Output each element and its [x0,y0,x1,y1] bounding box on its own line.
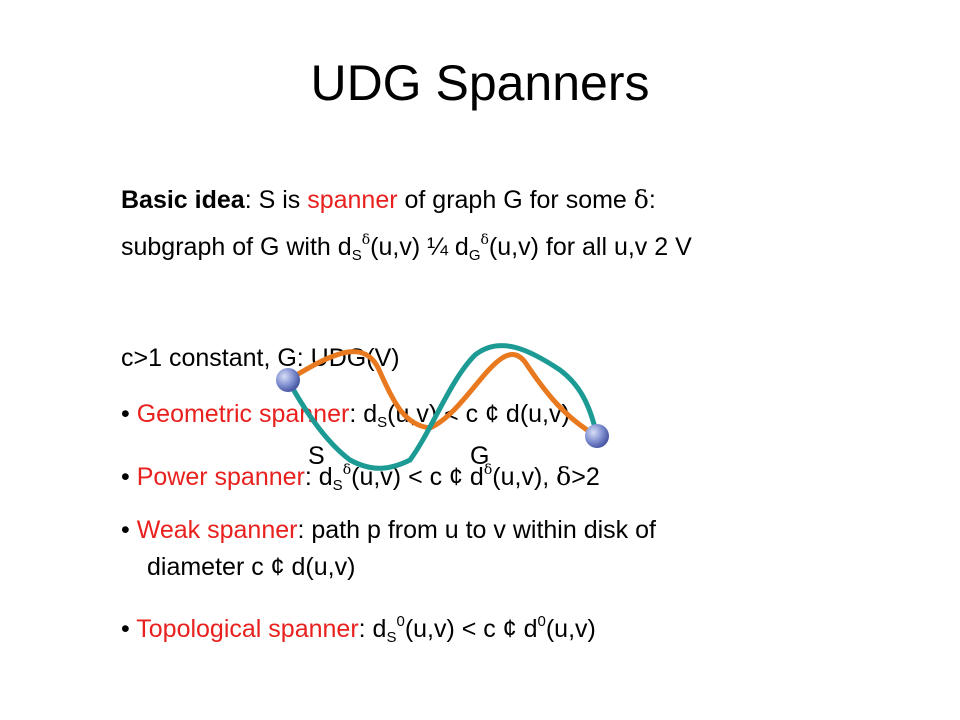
text: : path p from u to v within disk of [297,516,656,544]
text: : [648,186,656,214]
text: (u,v) ¼ d [370,233,469,261]
label-s: S [308,442,325,470]
delta-symbol: δ [556,462,572,491]
superscript: 0 [537,613,546,630]
text: : S is [244,186,308,214]
text: (u,v) for all u,v 2 V [488,233,692,261]
label-g: G [470,442,490,470]
superscript: 0 [396,613,405,630]
text: subgraph of G with d [121,233,352,261]
subscript: G [468,247,481,264]
text: of graph G for some [397,186,634,214]
subscript: S [386,629,397,646]
bullet-weak: • Weak spanner: path p from u to v withi… [121,518,656,543]
bullet-weak-line-2: diameter c ¢ d(u,v) [147,553,356,581]
text: >2 [571,463,600,491]
text: : d [349,400,378,428]
text: (u,v), [492,463,557,491]
text: (u,v) < c ¢ d [404,615,538,643]
basic-idea-label: Basic idea [121,186,245,214]
subscript: S [351,247,362,264]
text: (u,v) < c ¢ d [351,463,484,491]
bullet-power: • Power spanner: dSδ(u,v) < c ¢ dδ(u,v),… [121,463,600,493]
basic-idea-line-1: Basic idea: S is spanner of graph G for … [121,187,656,213]
basic-idea-line-2: subgraph of G with dSδ(u,v) ¼ dGδ(u,v) f… [121,233,692,263]
spanner-term: spanner [307,186,398,214]
geometric-spanner-term: Geometric spanner [136,400,350,428]
bullet-icon: • [121,516,130,544]
bullet-topological: • Topological spanner: dS0(u,v) < c ¢ d0… [121,614,596,645]
weak-spanner-term: Weak spanner [136,516,298,544]
bullet-icon: • [121,615,130,643]
superscript: δ [342,462,352,478]
slide-title: UDG Spanners [310,55,650,111]
text: : d [358,615,387,643]
bullet-geometric: • Geometric spanner: dS(u,v) < c ¢ d(u,v… [121,400,570,431]
bullet-icon: • [121,463,130,491]
constant-line: c>1 constant, G: UDG(V) [121,344,400,372]
subscript: S [377,414,388,431]
topological-spanner-term: Topological spanner [136,615,359,643]
subscript: S [332,477,343,494]
node-v [585,424,609,448]
superscript: δ [361,232,371,248]
superscript: δ [480,232,489,248]
bullet-icon: • [121,400,130,428]
text: (u,v) [545,615,596,643]
delta-symbol: δ [633,185,649,214]
power-spanner-term: Power spanner [136,463,305,491]
text: (u,v) < c ¢ d(u,v) [387,400,570,428]
